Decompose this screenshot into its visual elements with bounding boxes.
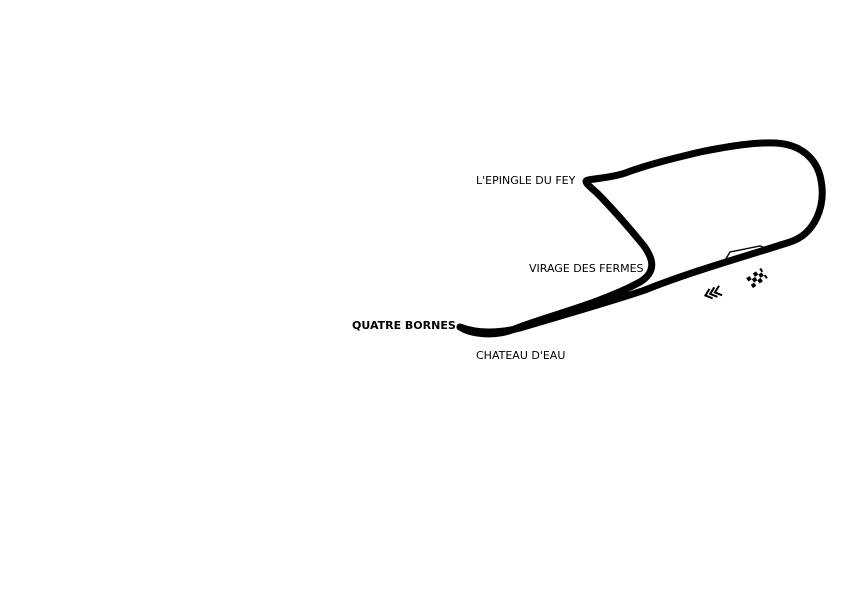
checkered-flag-icon — [746, 267, 768, 289]
corner-label-chateau-d-eau: CHATEAU D'EAU — [476, 349, 565, 362]
circuit-track — [456, 139, 826, 338]
corner-label-virage-des-fermes: VIRAGE DES FERMES — [529, 262, 644, 275]
direction-arrows-icon — [703, 285, 723, 300]
corner-label-quatre-bornes: QUATRE BORNES — [352, 319, 456, 332]
corner-label-epingle-du-fey: L'EPINGLE DU FEY — [476, 174, 576, 187]
pit-lane — [723, 245, 769, 263]
